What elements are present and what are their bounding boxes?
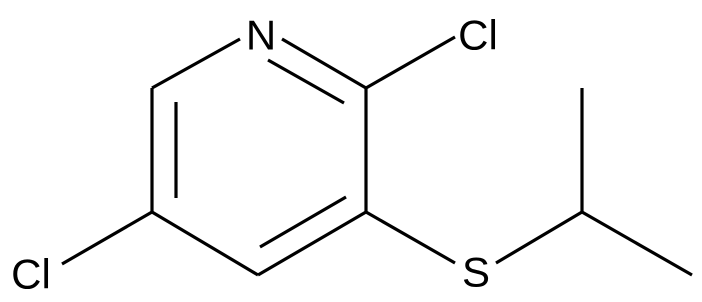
bond-n1-c2 [281,37,367,90]
bond-c2-cl [365,35,456,90]
bond-c3-c4-double [259,195,347,249]
atom-s-label: S [462,249,490,296]
bond-c3-c4 [257,210,367,277]
bond-c3-s [365,210,456,265]
atom-n1-label: N [246,12,276,59]
bond-s-ch [495,210,583,265]
bond-c4-c5 [151,210,259,277]
bond-n1-c2-double [267,58,345,105]
bond-c5-cl [61,210,153,266]
atom-cl5-label: Cl [11,251,51,298]
atom-cl2-label: Cl [458,12,498,59]
bond-ch-methyl-right [581,210,693,277]
bond-c6-n1 [151,37,241,90]
